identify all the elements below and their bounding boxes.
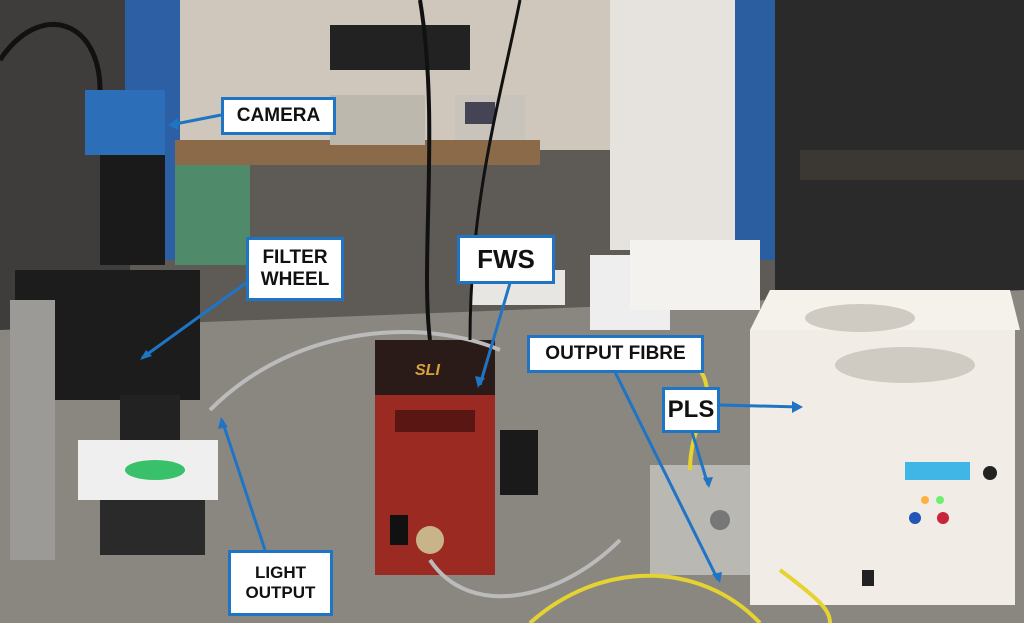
- output-fibre-label: OUTPUT FIBRE: [527, 335, 704, 373]
- pls-arrow-chassis: [719, 403, 801, 409]
- filter-wheel-arrow: [141, 278, 251, 360]
- pls-label: PLS: [662, 387, 720, 433]
- white-cabinet: [610, 0, 750, 250]
- pls-arrow-heatsink: [690, 431, 710, 486]
- fws-arrow: [478, 282, 512, 386]
- pls-display: [905, 462, 970, 480]
- light-output-label: LIGHT OUTPUT: [228, 550, 333, 616]
- camera-body: [85, 90, 165, 155]
- filter-wheel-label: FILTER WHEEL: [246, 237, 344, 301]
- light-output-arrow: [220, 419, 267, 551]
- power-adapter: [500, 430, 538, 495]
- annotation-arrows: [141, 113, 801, 581]
- svg-text:SLI: SLI: [415, 362, 440, 379]
- camera-lens-tube: [100, 155, 165, 265]
- oscilloscope: [330, 95, 425, 145]
- blue-frame-right: [735, 0, 775, 260]
- output-fibre-arrow: [613, 371, 720, 581]
- green-drawers: [175, 165, 250, 265]
- camera-label: CAMERA: [221, 97, 336, 135]
- fws-label: FWS: [457, 235, 555, 284]
- camera-arrow: [169, 113, 222, 127]
